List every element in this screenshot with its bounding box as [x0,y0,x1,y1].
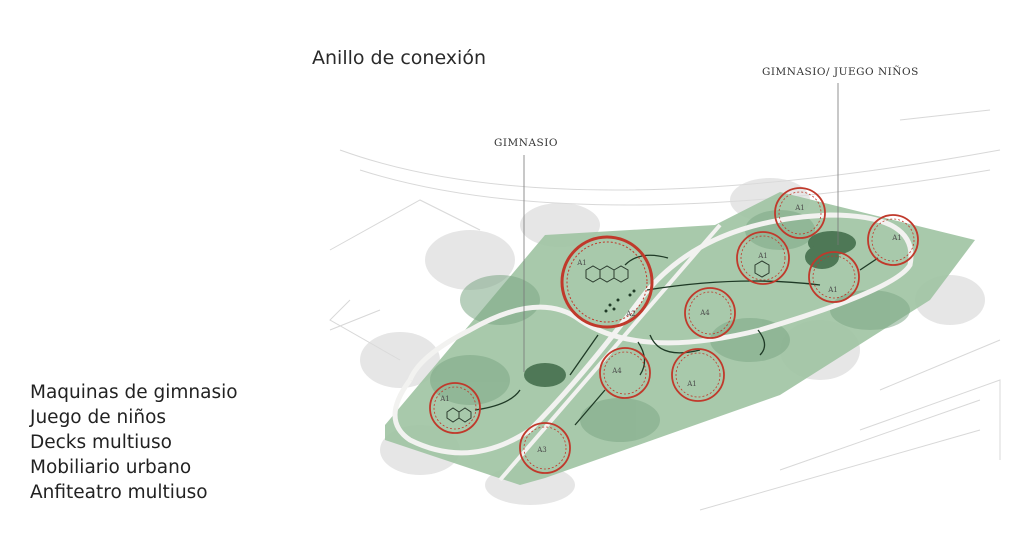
zone-a1-main [560,235,654,329]
zone [867,214,919,266]
zone-label: A1 [794,204,805,212]
legend-item: Maquinas de gimnasio [30,382,238,403]
gym-machines-icon [604,289,636,313]
gym-kids-callout: GIMNASIO/ JUEGO NIÑOS [762,66,919,78]
zone-label: A1 [757,252,768,260]
zone [736,231,790,285]
activity-legend: Maquinas de gimnasio Juego de niños Deck… [30,380,238,505]
zone [671,348,725,402]
zone-label: A4 [611,367,622,375]
zone-label: A4 [699,309,710,317]
legend-item: Juego de niños [30,407,167,428]
legend-item: Anfiteatro multiuso [30,482,208,503]
context-streets [329,109,1001,511]
zone [684,287,736,339]
gym-callout: GIMNASIO [494,137,559,149]
zone-label: A1 [827,286,838,294]
activity-zones [429,187,919,474]
zone [599,347,651,399]
zone [808,251,860,303]
tree-canopy [360,178,985,505]
zone-label: A1 [439,395,450,403]
page-title: Anillo de conexión [312,47,486,69]
zone-label: A1 [686,380,697,388]
zone-label: A3 [536,446,547,454]
playground-hexagons-icon [446,260,770,423]
legend-item: Decks multiuso [30,432,172,453]
zone [774,187,826,239]
zone-label: A1 [576,259,587,267]
legend-item: Mobiliario urbano [30,457,192,478]
zone-label: A2 [625,310,636,318]
zone [429,382,481,434]
zone [519,422,571,474]
zone-label: A1 [891,234,902,242]
